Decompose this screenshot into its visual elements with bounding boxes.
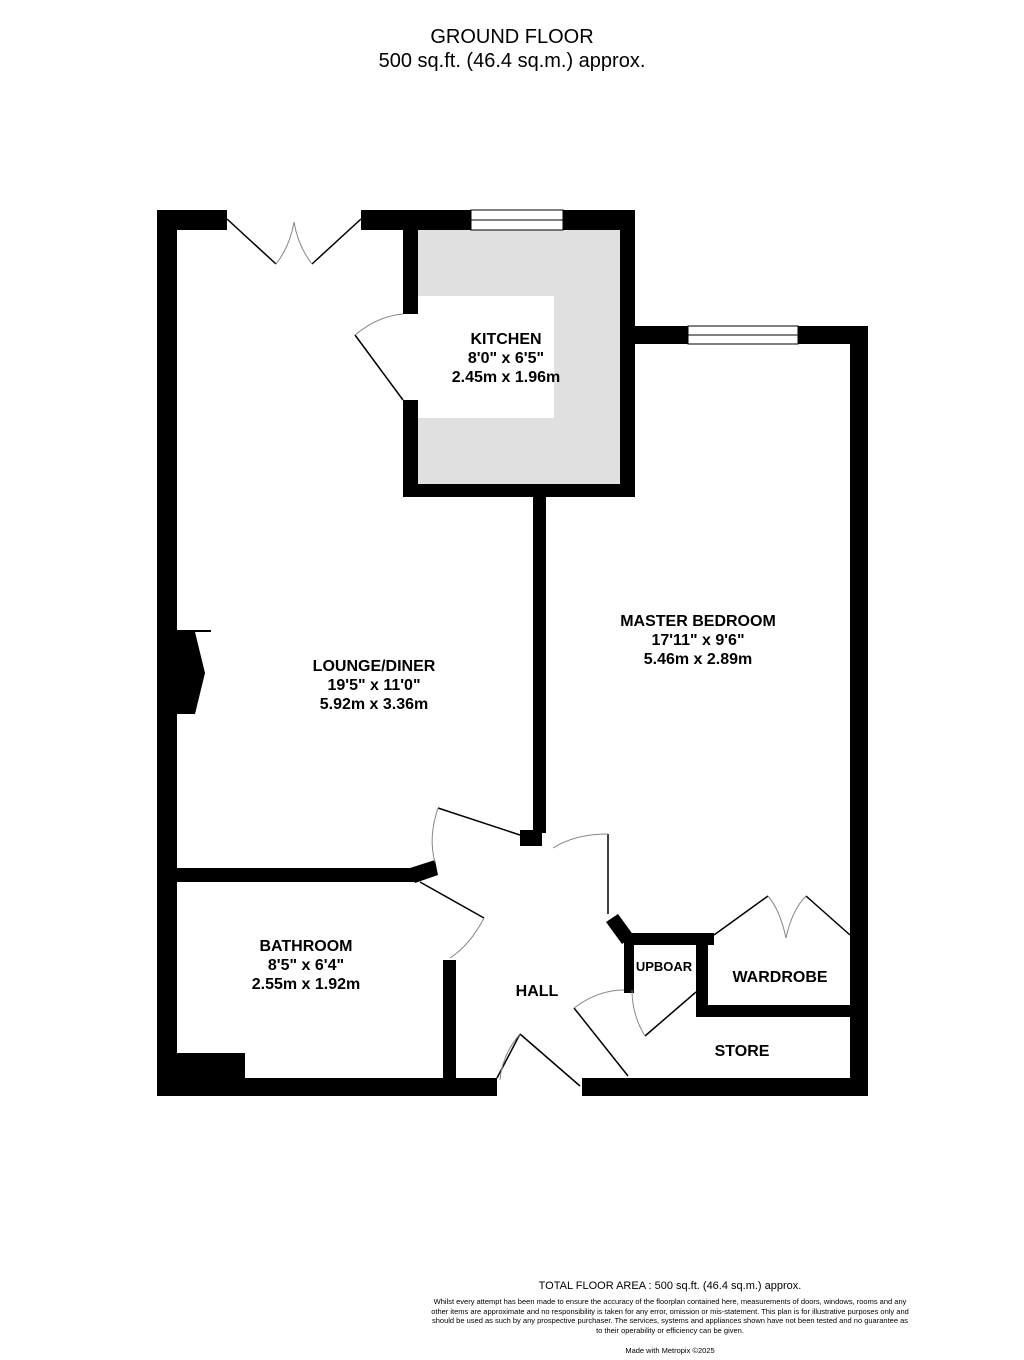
bathroom-metric: 2.55m x 1.92m — [251, 976, 361, 993]
room-cupboard: UPBOAR — [635, 959, 693, 974]
room-lounge-diner: LOUNGE/DINER 19'5" x 11'0" 5.92m x 3.36m — [313, 657, 436, 714]
kitchen-metric: 2.45m x 1.96m — [451, 369, 561, 386]
lounge-diner-metric: 5.92m x 3.36m — [319, 696, 429, 713]
bathroom-name: BATHROOM — [259, 938, 353, 955]
credit: Made with Metropix ©2025 — [625, 1346, 715, 1355]
master-bedroom-name: MASTER BEDROOM — [620, 613, 776, 630]
room-bathroom: BATHROOM 8'5" x 6'4" 2.55m x 1.92m — [252, 937, 361, 994]
kitchen-imperial: 8'0" x 6'5" — [467, 350, 545, 367]
doors — [226, 218, 851, 1087]
disclaimer: Whilst every attempt has been made to en… — [431, 1297, 909, 1335]
floor-title: GROUND FLOOR — [430, 26, 594, 48]
room-hall: HALL — [515, 983, 559, 1000]
master-bedroom-metric: 5.46m x 2.89m — [643, 651, 753, 668]
windows — [470, 209, 799, 345]
room-master-bedroom: MASTER BEDROOM 17'11" x 9'6" 5.46m x 2.8… — [620, 612, 776, 669]
room-store: STORE — [714, 1043, 770, 1060]
lounge-diner-imperial: 19'5" x 11'0" — [327, 677, 421, 694]
floor-area: 500 sq.ft. (46.4 sq.m.) approx. — [378, 50, 646, 72]
walls — [157, 210, 868, 1096]
lounge-diner-name: LOUNGE/DINER — [312, 658, 436, 675]
total-floor-area: TOTAL FLOOR AREA : 500 sq.ft. (46.4 sq.m… — [538, 1280, 802, 1292]
bathroom-imperial: 8'5" x 6'4" — [267, 957, 345, 974]
room-wardrobe: WARDROBE — [732, 969, 828, 986]
kitchen-name: KITCHEN — [470, 331, 542, 348]
room-kitchen: KITCHEN 8'0" x 6'5" 2.45m x 1.96m — [452, 330, 561, 387]
master-bedroom-imperial: 17'11" x 9'6" — [651, 632, 745, 649]
